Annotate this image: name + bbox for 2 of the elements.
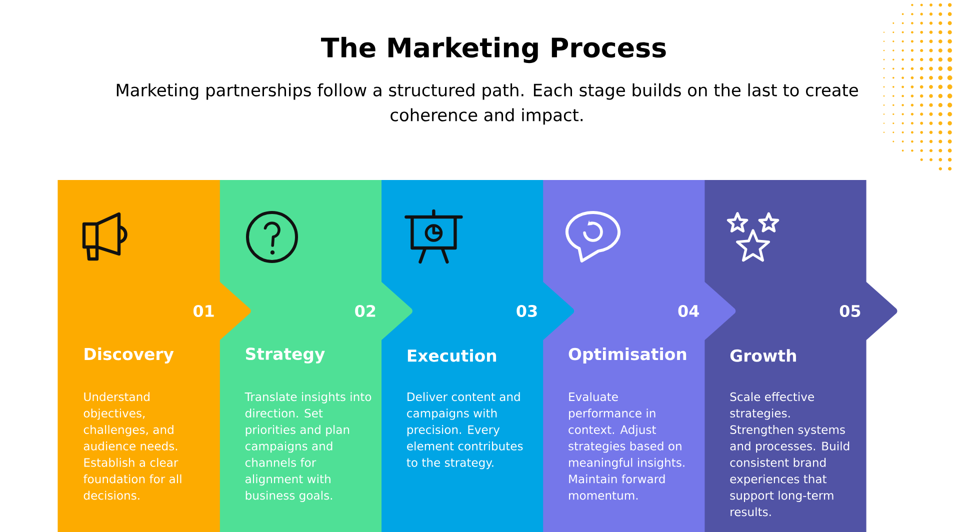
title: The Marketing Process bbox=[321, 36, 666, 64]
subtitle: Marketing partnerships follow a structured path. Each stage builds on the last to create coherence and impact. bbox=[116, 83, 858, 125]
